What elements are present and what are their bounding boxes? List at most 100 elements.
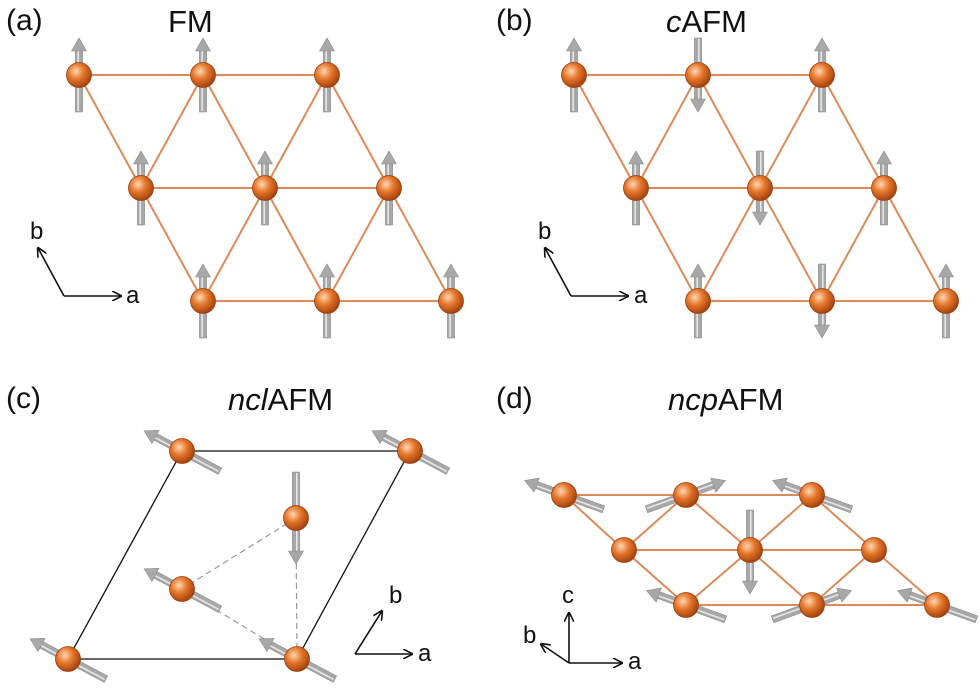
spin-arrowhead [29,637,46,653]
axis-arrow-b-panel-a [38,248,65,297]
ncp-atom-5 [737,537,763,563]
cafm-bond-diag [635,187,699,302]
cafm-bond-diag [821,74,885,189]
fm-bond-diag [78,74,142,189]
ncp-atom-4 [611,537,637,563]
panel-label-d: (d) [496,382,533,415]
spin-arrowhead [565,37,583,52]
cafm-atom-6 [871,175,897,201]
ncp-atom-3 [799,482,825,508]
panel-title-fm: FM [168,6,213,37]
axis-label-a-panel-a: a [126,282,140,309]
ncl-atom-2 [397,438,423,464]
cafm-bond-diag [883,187,947,302]
spin-arrowhead [380,150,398,165]
axis-label-b-panel-a: b [30,218,44,245]
fm-atom-7 [190,288,216,314]
cafm-atom-1 [561,62,587,88]
atoms-layer [29,37,979,683]
panel-label-c: (c) [6,382,41,415]
spin-arrowhead [751,211,769,226]
cafm-atom-4 [623,175,649,201]
spin-arrowhead [194,263,212,278]
fm-bond-diag [140,187,204,302]
panel-title-cafm-italic: c [666,4,682,39]
fm-atom-5 [252,175,278,201]
spin-arrowhead [318,263,336,278]
spin-arrowhead [627,150,645,165]
axis-label-c-panel-d: c [562,582,574,609]
spin-arrowhead [937,263,955,278]
axis-label-b-panel-c: b [389,582,403,609]
ncp-bond-diag [623,549,687,606]
ncp-bond-diag [811,494,875,551]
panel-title-ncpafm: ncpAFM [668,384,783,415]
spin-arrowhead [132,150,150,165]
spin-arrowhead [143,567,160,583]
ncp-bond-diag [811,549,875,606]
spin-arrowhead [256,150,274,165]
ncp-bond-diag [623,494,687,551]
ncp-atom-9 [924,592,950,618]
fm-bond-diag [326,187,390,302]
ncp-bond-diag [873,549,938,606]
cafm-bond-diag [821,187,885,302]
spin-arrowhead [371,429,388,445]
fm-bond-diag [202,74,266,189]
ncl-atom-1 [169,438,195,464]
fm-atom-8 [314,288,340,314]
panel-label-a: (a) [6,4,43,37]
fm-bond-diag [264,74,328,189]
cafm-atom-2 [685,62,711,88]
spin-arrowhead [896,587,913,603]
cafm-bond-diag [759,74,823,189]
cafm-atom-3 [809,62,835,88]
ncp-bond-diag [685,494,751,551]
spin-arrowhead [813,324,831,339]
ncl-atom-4 [169,576,195,602]
fm-atom-1 [66,62,92,88]
unit-cell-outline [66,450,412,660]
ncp-bond-diag [749,494,813,551]
fm-bond-diag [140,74,204,189]
panel-title-nclafm: nclAFM [228,384,333,415]
ncp-atom-7 [673,592,699,618]
cafm-atom-9 [933,288,959,314]
spin-arrowhead [318,37,336,52]
cell-layer [66,450,412,660]
cafm-atom-8 [809,288,835,314]
fm-bond-diag [202,187,266,302]
fm-bond-diag [326,74,390,189]
fm-bond-diag [388,187,452,302]
fm-bond-diag [264,187,328,302]
axis-label-b-panel-d: b [523,622,537,649]
spin-arrowhead [689,98,707,113]
ncl-atom-6 [55,646,81,672]
panel-title-nclafm-text: AFM [267,382,334,417]
ncp-atom-6 [861,537,887,563]
ncp-atom-8 [799,592,825,618]
ncp-bond-diag [685,549,751,606]
axis-label-a-panel-c: a [418,640,432,667]
axis-label-b-panel-b: b [538,218,552,245]
panel-title-fm-text: FM [168,4,213,39]
dashed-triangle-edge [295,517,298,660]
axis-arrow-b-panel-d [541,644,570,664]
spin-arrowhead [836,587,853,603]
spin-arrowhead [689,263,707,278]
spin-arrowhead [771,477,788,493]
ncp-atom-2 [673,482,699,508]
fm-atom-9 [438,288,464,314]
spin-arrowhead [287,550,305,565]
axis-arrow-b-panel-c [354,611,382,655]
cafm-atom-7 [685,288,711,314]
spin-arrowhead [143,429,160,445]
cafm-atom-5 [747,175,773,201]
panel-title-nclafm-italic: ncl [228,382,268,417]
panel-title-ncpafm-italic: ncp [668,382,718,417]
axis-label-a-panel-d: a [628,648,642,675]
cafm-bond-diag [697,74,761,189]
fm-atom-2 [190,62,216,88]
spin-arrowhead [710,477,727,493]
